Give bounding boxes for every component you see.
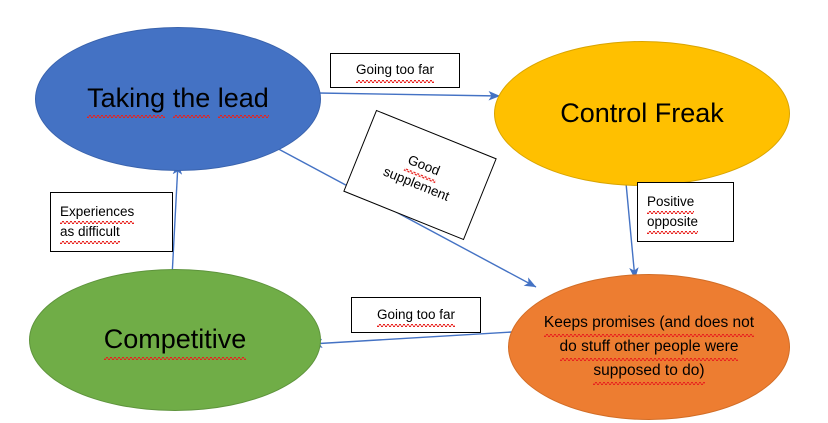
spellcheck-word: lead — [217, 81, 269, 118]
edge-label-good-supplement[interactable]: Good supplement — [343, 109, 497, 241]
spellcheck-word: Competitive — [103, 322, 246, 360]
edge-label-positive-opposite[interactable]: Positive opposite — [637, 182, 734, 242]
spellcheck-word: the — [172, 81, 210, 118]
spellcheck-word: Going too far — [355, 60, 435, 83]
spellcheck-word: supposed to do) — [593, 359, 705, 386]
node-taking-the-lead[interactable]: Taking the lead — [35, 27, 321, 171]
spellcheck-word: Experiences — [60, 202, 135, 225]
spellcheck-word: opposite — [647, 212, 699, 235]
node-taking-the-lead-label: Taking the lead — [77, 81, 279, 118]
spellcheck-word: Going too far — [376, 305, 456, 328]
arrow-control-freak-to-keeps-promises — [625, 182, 639, 280]
spellcheck-word: as difficult — [60, 222, 120, 245]
arrow-keeps-promises-to-competitive — [310, 331, 513, 349]
node-competitive[interactable]: Competitive — [29, 269, 321, 411]
spellcheck-word: do stuff other people were — [559, 335, 738, 362]
node-keeps-promises[interactable]: Keeps promises (and does not do stuff ot… — [508, 274, 790, 420]
spellcheck-word: Keeps promises (and does not — [543, 311, 755, 338]
edge-label-going-too-far-top[interactable]: Going too far — [330, 53, 460, 88]
arrow-taking-the-lead-to-control-freak — [317, 91, 501, 101]
node-competitive-label: Competitive — [94, 322, 257, 360]
node-control-freak[interactable]: Control Freak — [494, 41, 790, 186]
node-control-freak-label: Control Freak — [560, 97, 724, 128]
edge-label-experiences-as-difficult[interactable]: Experiences as difficult — [50, 192, 173, 252]
spellcheck-word: Taking — [87, 81, 166, 118]
edge-label-going-too-far-bottom[interactable]: Going too far — [351, 297, 481, 333]
node-keeps-promises-label: Keeps promises (and does not do stuff ot… — [534, 311, 764, 386]
spellcheck-word: Positive — [647, 192, 695, 215]
